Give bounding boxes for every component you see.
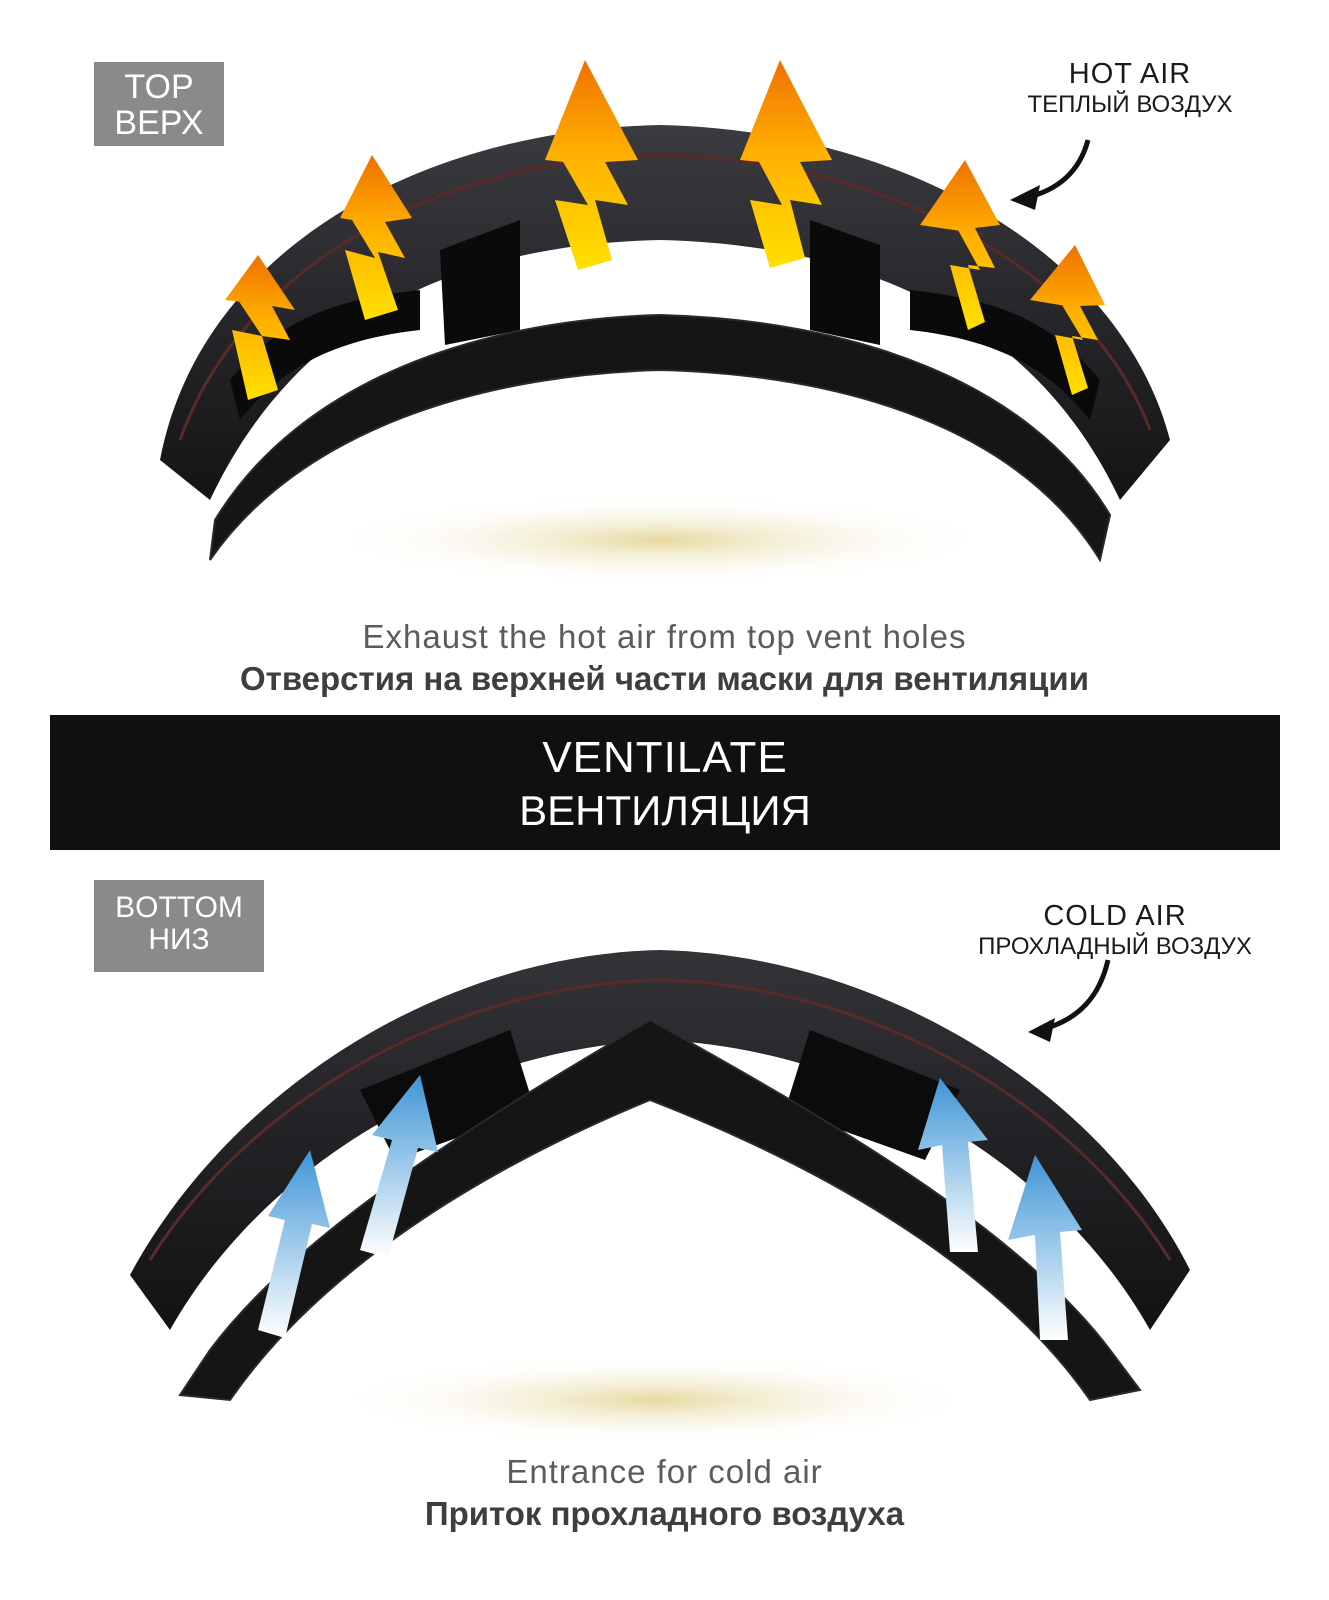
banner-title-en: VENTILATE <box>542 733 788 782</box>
banner-title-ru: ВЕНТИЛЯЦИЯ <box>519 787 811 834</box>
top-caption-ru: Отверстия на верхней части маски для вен… <box>239 660 1090 697</box>
goggle-bottom-view <box>130 950 1190 1445</box>
hot-arrow <box>740 60 832 268</box>
cold-arrow <box>360 1075 438 1258</box>
top-tag-ru: ВЕРХ <box>114 103 204 142</box>
hot-air-arrows <box>225 60 1105 400</box>
goggle-top-view <box>160 60 1170 585</box>
cold-air-label: COLD AIR ПРОХЛАДНЫЙ ВОЗДУХ <box>955 900 1275 961</box>
cold-arrow <box>258 1150 330 1338</box>
bottom-caption-en: Entrance for cold air <box>506 1453 823 1490</box>
hot-arrow <box>225 255 295 400</box>
cold-air-arrows <box>258 1075 1082 1340</box>
cold-air-en: COLD AIR <box>1043 900 1187 932</box>
cold-arrow <box>1008 1155 1082 1340</box>
top-tag-en: TOP <box>124 68 194 106</box>
ventilate-banner: VENTILATE ВЕНТИЛЯЦИЯ <box>50 715 1280 850</box>
cold-air-ru: ПРОХЛАДНЫЙ ВОЗДУХ <box>978 933 1252 961</box>
hot-air-ru: ТЕПЛЫЙ ВОЗДУХ <box>1027 91 1233 119</box>
bottom-tag: BOTTOM НИЗ <box>94 880 264 972</box>
bottom-caption-ru: Приток прохладного воздуха <box>424 1495 905 1532</box>
cold-air-pointer-arrow <box>1039 959 1111 1033</box>
hot-arrow <box>340 155 412 320</box>
bottom-tag-ru: НИЗ <box>148 922 210 956</box>
bottom-caption: Entrance for cold air Приток прохладного… <box>0 1453 1329 1533</box>
top-tag: TOP ВЕРХ <box>94 62 224 146</box>
bottom-tag-en: BOTTOM <box>115 891 243 924</box>
top-caption: Exhaust the hot air from top vent holes … <box>0 618 1329 698</box>
hot-arrow <box>545 60 638 270</box>
hot-air-label: HOT AIR ТЕПЛЫЙ ВОЗДУХ <box>1010 58 1250 119</box>
hot-arrow <box>1030 245 1105 395</box>
hot-arrow <box>920 160 1000 330</box>
hot-air-en: HOT AIR <box>1068 58 1192 90</box>
cold-arrow <box>918 1078 988 1252</box>
top-caption-en: Exhaust the hot air from top vent holes <box>362 618 967 655</box>
